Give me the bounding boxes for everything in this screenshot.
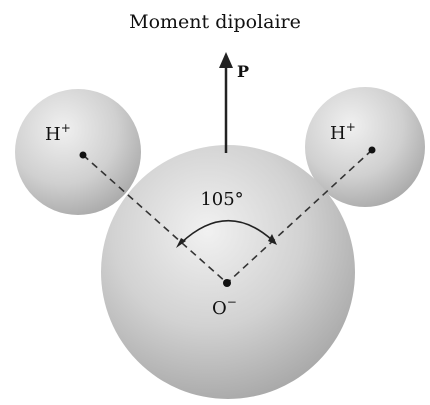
- dipole-arrowhead: [219, 52, 233, 68]
- bond-right-dashed: [226, 149, 373, 284]
- angle-arrow-right: [268, 234, 277, 245]
- dipole-vector-label: P: [237, 62, 249, 81]
- bond-angle-arc: [180, 219, 273, 244]
- hydrogen-right-nucleus: [368, 146, 376, 154]
- hydrogen-right-symbol: H: [330, 123, 346, 144]
- hydrogen-left-label: H+: [45, 121, 71, 145]
- oxygen-sphere: [101, 145, 355, 399]
- oxygen-nucleus: [223, 279, 231, 287]
- angle-arrow-left: [176, 238, 186, 248]
- hydrogen-left-sphere: [15, 89, 141, 215]
- diagram-title: Moment dipolaire: [129, 11, 301, 33]
- bond-left-dashed: [82, 154, 228, 284]
- hydrogen-right-charge: +: [346, 120, 356, 134]
- oxygen-symbol: O: [212, 298, 227, 319]
- bond-angle-label: 105°: [200, 189, 243, 210]
- hydrogen-left-nucleus: [79, 151, 87, 159]
- hydrogen-right-label: H+: [330, 120, 356, 144]
- hydrogen-left-charge: +: [61, 121, 71, 135]
- hydrogen-right-sphere: [305, 87, 425, 207]
- oxygen-label: O−: [212, 295, 237, 319]
- oxygen-charge: −: [227, 295, 237, 309]
- hydrogen-left-symbol: H: [45, 124, 61, 145]
